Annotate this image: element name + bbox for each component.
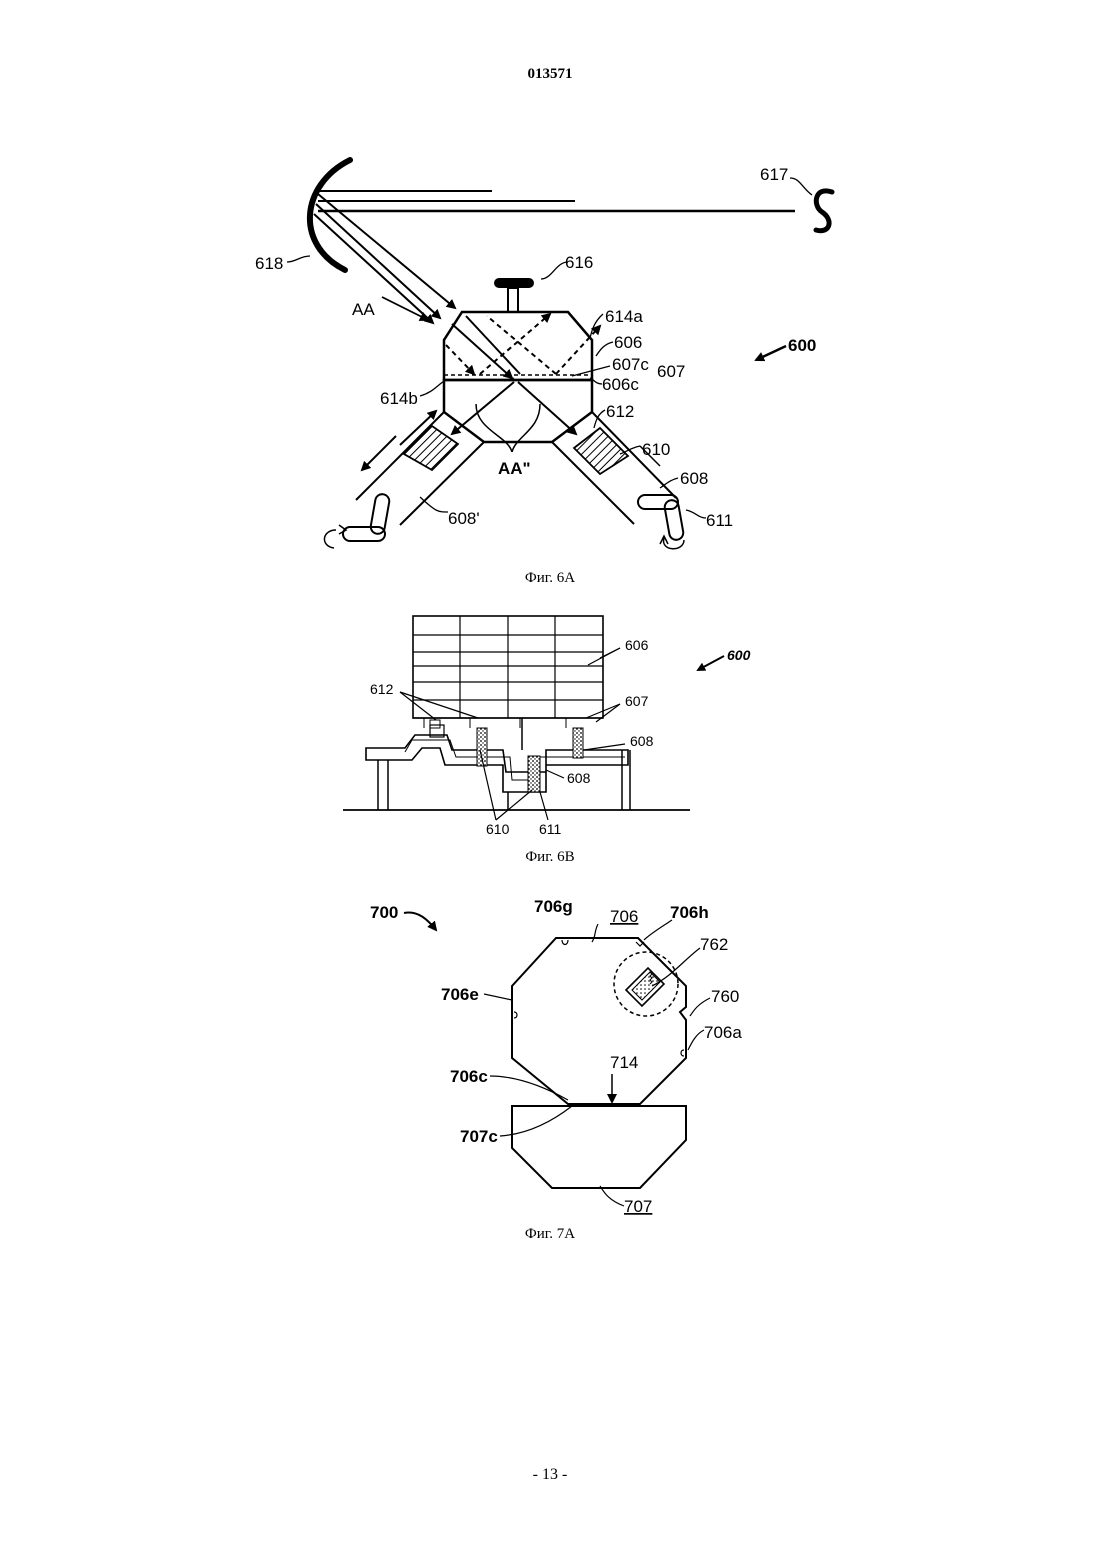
label-611: 611 — [539, 821, 562, 837]
label-616: 616 — [565, 253, 593, 272]
label-612: 612 — [370, 681, 394, 697]
label-614a: 614a — [605, 307, 643, 326]
label-706g: 706g — [534, 897, 573, 916]
page-number: - 13 - — [0, 1466, 1100, 1484]
label-600: 600 — [727, 647, 751, 663]
label-700: 700 — [370, 903, 398, 922]
figure-6a-caption: Фиг. 6А — [0, 570, 1100, 587]
label-607c: 607c — [612, 355, 649, 374]
figure-7a-caption: Фиг. 7А — [0, 1226, 1100, 1243]
label-618: 618 — [255, 254, 283, 273]
figure-6a-drawing: 617 618 616 AA 614a 606 600 607c 607 606… — [0, 0, 1100, 560]
label-606: 606 — [614, 333, 642, 352]
label-617: 617 — [760, 165, 788, 184]
label-607: 607 — [625, 693, 649, 709]
label-706a: 706a — [704, 1023, 742, 1042]
label-707: 707 — [624, 1197, 652, 1216]
label-706: 706 — [610, 907, 638, 926]
label-762: 762 — [700, 935, 728, 954]
label-611: 611 — [706, 511, 733, 530]
label-608-lower: 608 — [567, 770, 591, 786]
label-612: 612 — [606, 402, 634, 421]
label-608: 608 — [680, 469, 708, 488]
label-610: 610 — [642, 440, 670, 459]
figure-7a-drawing: 700 706g 706 706h 762 706e 760 706a 714 … — [0, 880, 1100, 1230]
label-607: 607 — [657, 362, 685, 381]
label-706h: 706h — [670, 903, 709, 922]
figure-6b-drawing: 606 600 612 607 608 608 610 611 — [0, 600, 1100, 850]
label-760: 760 — [711, 987, 739, 1006]
label-606c: 606c — [602, 375, 639, 394]
label-714: 714 — [610, 1053, 638, 1072]
label-600: 600 — [788, 336, 816, 355]
label-AA-double-prime: AA" — [498, 459, 531, 478]
label-614b: 614b — [380, 389, 418, 408]
label-610: 610 — [486, 821, 510, 837]
label-706c: 706c — [450, 1067, 488, 1086]
label-AA: AA — [352, 300, 375, 319]
figure-6b-caption: Фиг. 6В — [0, 849, 1100, 866]
label-706e: 706e — [441, 985, 479, 1004]
label-606: 606 — [625, 637, 649, 653]
label-608-prime: 608' — [448, 509, 480, 528]
label-608-upper: 608 — [630, 733, 654, 749]
label-707c: 707c — [460, 1127, 498, 1146]
